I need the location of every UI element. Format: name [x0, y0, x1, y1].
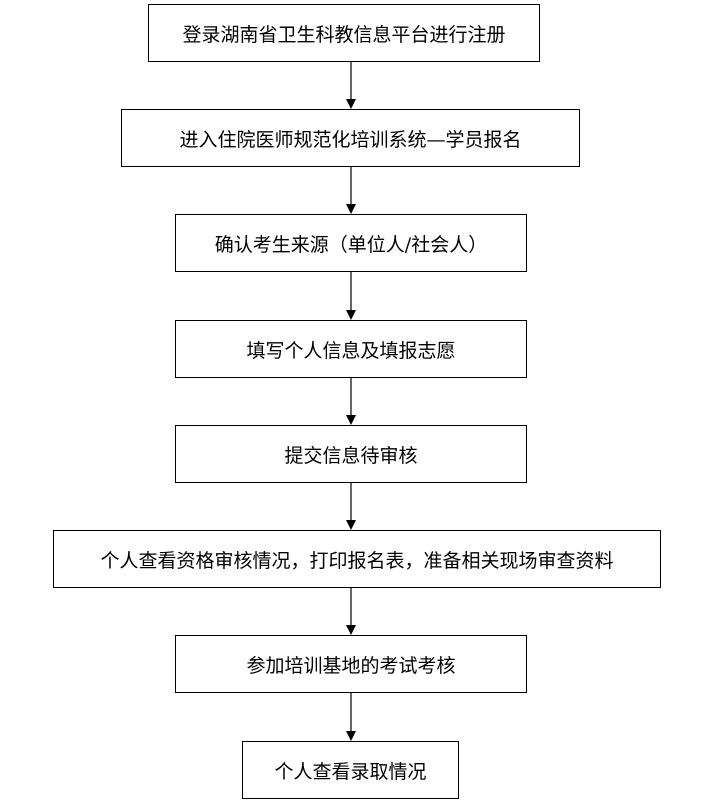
- arrow-4-to-5: [346, 378, 356, 425]
- step-label: 填写个人信息及填报志愿: [246, 339, 456, 362]
- step-enter-training-system: 进入住院医师规范化培训系统—学员报名: [121, 109, 580, 167]
- step-check-admission: 个人查看录取情况: [242, 741, 459, 799]
- step-confirm-source: 确认考生来源（单位人/社会人）: [175, 214, 527, 272]
- step-label: 确认考生来源（单位人/社会人）: [214, 233, 488, 256]
- arrow-2-to-3: [346, 167, 356, 214]
- step-label: 个人查看资格审核情况，打印报名表，准备相关现场审查资料: [100, 549, 614, 572]
- arrow-3-to-4: [346, 272, 356, 320]
- step-submit-review: 提交信息待审核: [175, 425, 527, 483]
- step-label: 登录湖南省卫生科教信息平台进行注册: [182, 23, 506, 46]
- step-check-qualification: 个人查看资格审核情况，打印报名表，准备相关现场审查资料: [53, 530, 661, 588]
- step-label: 个人查看录取情况: [274, 760, 427, 783]
- step-fill-info: 填写个人信息及填报志愿: [175, 320, 527, 378]
- step-label: 提交信息待审核: [284, 444, 418, 467]
- step-take-exam: 参加培训基地的考试考核: [175, 635, 527, 693]
- arrow-7-to-8: [346, 693, 356, 741]
- step-register-platform: 登录湖南省卫生科教信息平台进行注册: [148, 4, 540, 62]
- step-label: 进入住院医师规范化培训系统—学员报名: [179, 128, 522, 151]
- arrow-5-to-6: [346, 483, 356, 530]
- arrow-1-to-2: [346, 62, 356, 109]
- step-label: 参加培训基地的考试考核: [246, 654, 456, 677]
- arrow-6-to-7: [346, 588, 356, 635]
